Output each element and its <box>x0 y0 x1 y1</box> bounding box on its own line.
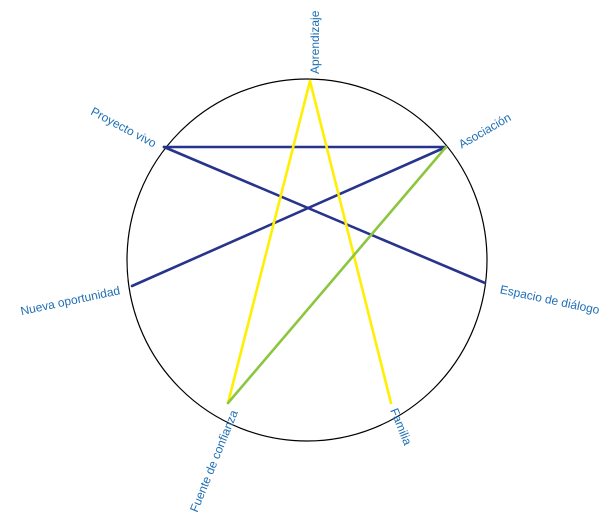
edge-aprendizaje-familia <box>308 79 393 405</box>
node-label-fuente: Fuente de confianza <box>187 408 241 514</box>
node-label-aprendizaje: Aprendizaje <box>308 10 322 74</box>
outer-circle <box>126 78 488 442</box>
node-label-proyecto: Proyecto vivo <box>89 104 159 150</box>
edge-fuente-aprendizaje <box>226 79 312 405</box>
node-label-familia: Familia <box>387 406 415 447</box>
edge-fuente-asociacion <box>226 145 448 405</box>
edge-nueva-asociacion <box>130 145 448 288</box>
node-label-asociacion: Asociación <box>456 110 513 151</box>
node-label-espacio: Espacio de diálogo <box>499 282 601 317</box>
connection-lines <box>130 79 487 405</box>
edge-proyecto-espacio <box>162 145 487 285</box>
node-label-nueva: Nueva oportunidad <box>19 283 121 318</box>
